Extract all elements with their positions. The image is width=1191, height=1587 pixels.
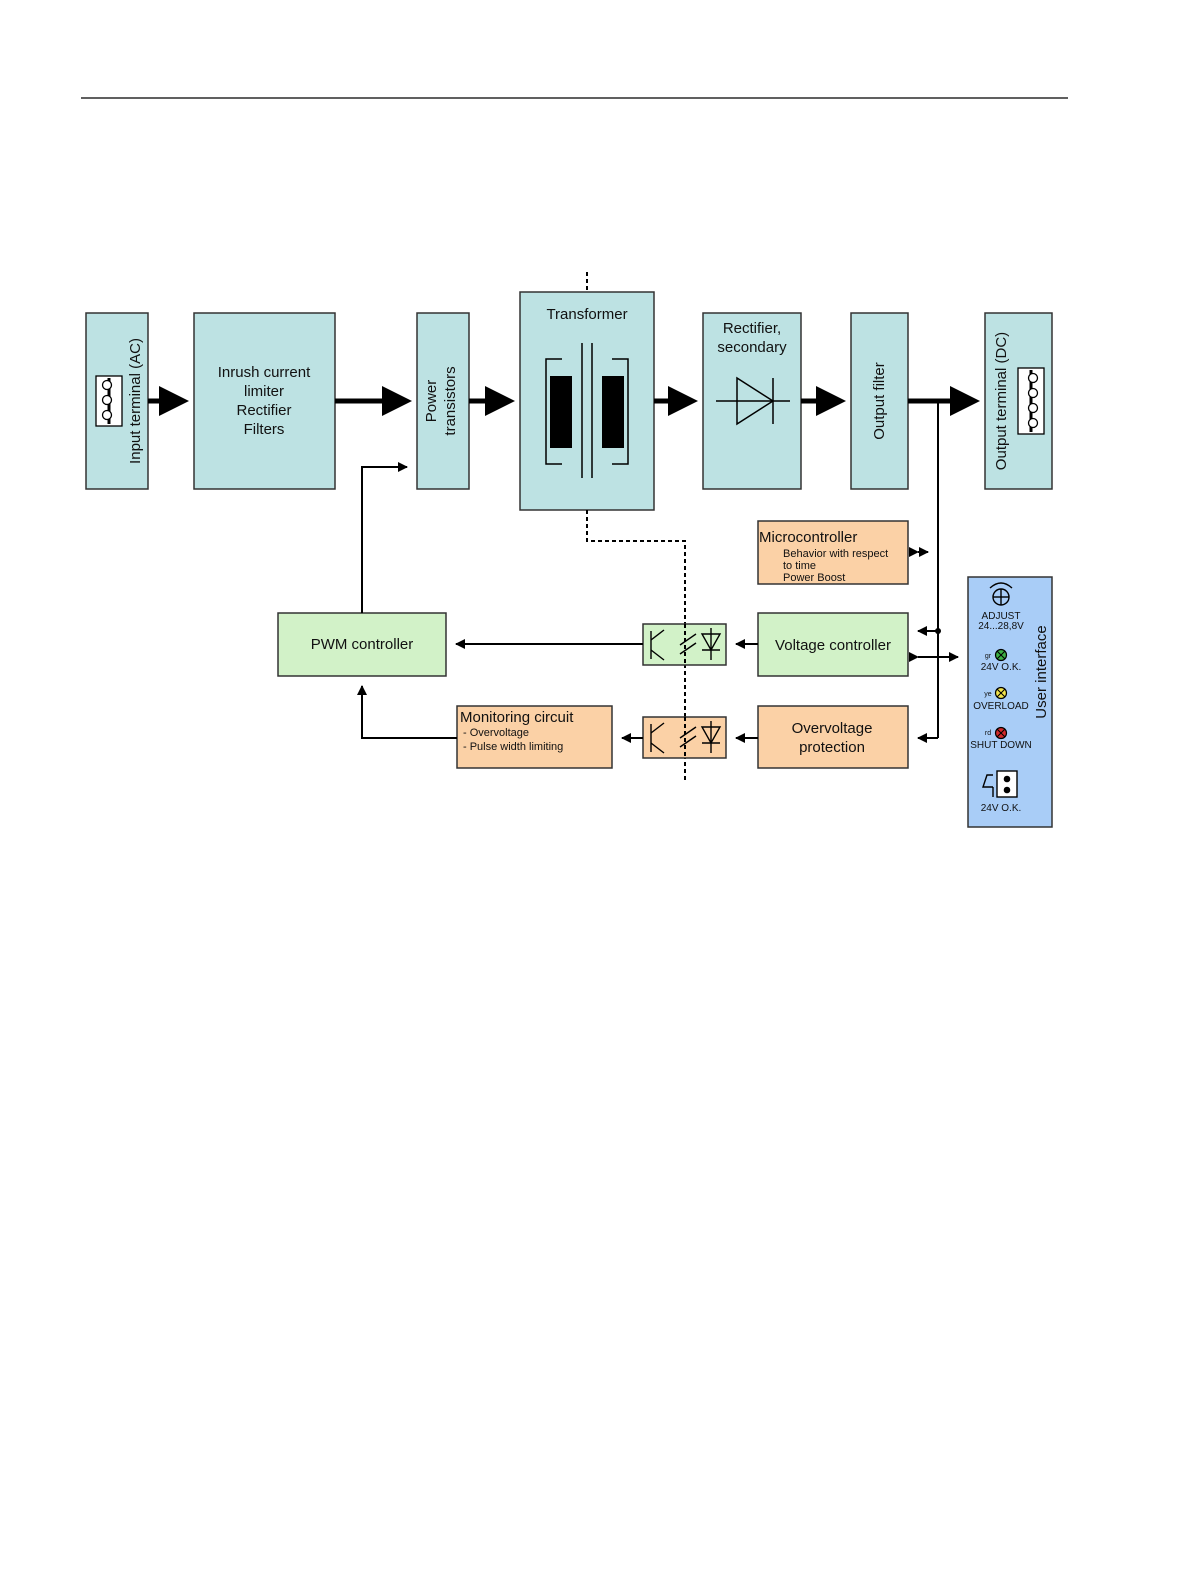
led-green-label: 24V O.K. — [981, 662, 1022, 673]
rectifier-line-1: Rectifier, — [723, 320, 781, 337]
transformer-block: Transformer — [519, 272, 655, 511]
overvoltage-protection-block: Overvoltage protection — [757, 705, 909, 769]
light-rays-icon — [679, 726, 697, 748]
led-yellow-label: OVERLOAD — [973, 701, 1029, 712]
monitoring-circuit-block: Monitoring circuit - Overvoltage - Pulse… — [456, 705, 613, 769]
phototransistor-icon — [650, 629, 665, 661]
input-terminal-label: Input terminal (AC) — [127, 338, 144, 464]
led-green-icon — [994, 648, 1008, 662]
terminal-screw-icon — [1017, 367, 1045, 435]
inrush-line-1: Inrush current — [218, 364, 311, 381]
microcontroller-line-2: to time — [783, 560, 816, 572]
input-terminal-block: Input terminal (AC) — [85, 312, 149, 490]
led-diode-icon — [700, 721, 722, 753]
adjust-range: 24...28,8V — [978, 621, 1024, 632]
rectifier-line-2: secondary — [717, 339, 787, 356]
voltage-controller-block: Voltage controller — [757, 612, 909, 677]
transformer-core-icon — [545, 343, 629, 478]
voltage-controller-label: Voltage controller — [775, 637, 891, 654]
output-filter-block: Output filter — [850, 312, 909, 490]
power-transistors-line-1: Power — [423, 380, 440, 423]
monitoring-line-1: - Overvoltage — [463, 727, 529, 739]
led-red-code: rd — [985, 730, 991, 737]
output-terminal-label: Output terminal (DC) — [993, 332, 1010, 470]
led-red-label: SHUT DOWN — [970, 740, 1031, 751]
transformer-label: Transformer — [546, 306, 627, 323]
phototransistor-icon — [650, 722, 665, 754]
microcontroller-block: Microcontroller Behavior with respect to… — [757, 520, 909, 585]
inrush-line-3: Rectifier — [236, 402, 291, 419]
microcontroller-title: Microcontroller — [759, 529, 857, 546]
led-red-icon — [994, 726, 1008, 740]
user-interface-title: User interface — [1033, 625, 1050, 718]
light-rays-icon — [679, 633, 697, 655]
power-transistors-block: Power transistors — [416, 312, 470, 490]
led-diode-icon — [700, 628, 722, 660]
terminal-screw-icon — [95, 375, 123, 427]
adjust-potentiometer-icon — [989, 582, 1013, 606]
relay-label: 24V O.K. — [981, 803, 1022, 814]
monitoring-title: Monitoring circuit — [460, 709, 574, 726]
diode-icon — [716, 376, 790, 426]
output-terminal-block: Output terminal (DC) — [984, 312, 1053, 490]
pwm-controller-label: PWM controller — [311, 636, 414, 653]
inrush-line-4: Filters — [244, 421, 285, 438]
led-yellow-code: ye — [984, 691, 992, 698]
junction-dot — [935, 628, 941, 634]
relay-contact-icon — [982, 770, 1018, 798]
microcontroller-line-3: Power Boost — [783, 572, 845, 584]
optocoupler-upper — [642, 623, 727, 666]
user-interface-panel: User interface ADJUST 24...28,8V gr 24V … — [967, 576, 1053, 828]
monitoring-line-2: - Pulse width limiting — [463, 741, 563, 753]
optocoupler-lower — [642, 716, 727, 759]
overvoltage-line-2: protection — [799, 739, 865, 756]
inrush-line-2: limiter — [244, 383, 284, 400]
led-green-code: gr — [985, 653, 992, 660]
inrush-limiter-block: Inrush current limiter Rectifier Filters — [193, 312, 336, 490]
pwm-controller-block: PWM controller — [277, 612, 447, 677]
overvoltage-line-1: Overvoltage — [792, 720, 873, 737]
microcontroller-line-1: Behavior with respect — [783, 548, 888, 560]
power-transistors-line-2: transistors — [442, 366, 459, 435]
signal-connections — [357, 401, 959, 743]
adjust-label: ADJUST — [982, 611, 1021, 622]
output-filter-label: Output filter — [871, 362, 888, 440]
led-yellow-icon — [994, 686, 1008, 700]
rectifier-secondary-block: Rectifier, secondary — [702, 312, 802, 490]
